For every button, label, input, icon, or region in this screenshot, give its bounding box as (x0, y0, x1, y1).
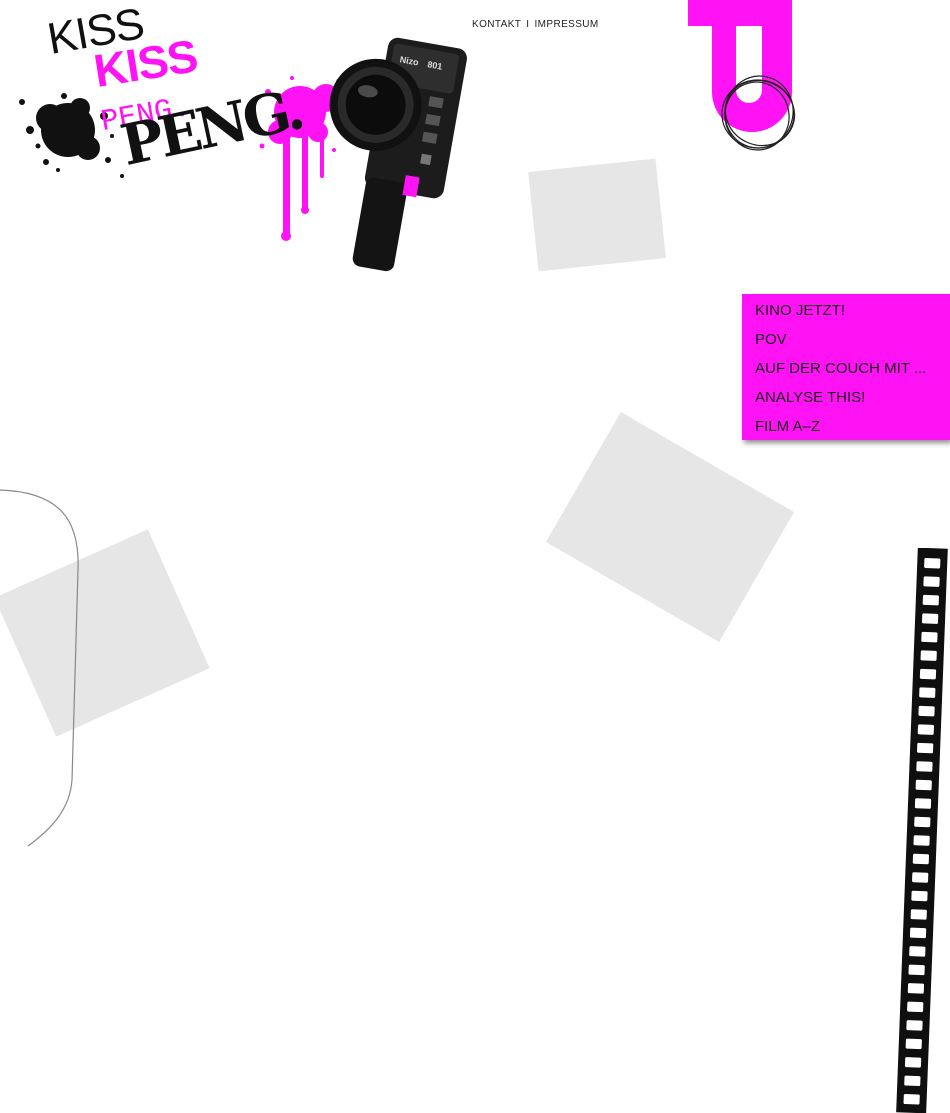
film-strip-perforation (923, 576, 940, 587)
kontakt-link[interactable]: KONTAKT (472, 19, 522, 30)
film-strip-perforation (921, 613, 939, 624)
menu-item-auf-der-couch[interactable]: AUF DER COUCH MIT ... (755, 360, 927, 377)
film-strip-perforation (906, 1020, 923, 1031)
film-strip-perforation (912, 853, 930, 865)
film-strip-perforation (917, 742, 934, 754)
film-strip-perforation (910, 909, 927, 920)
camera-brand: Nizo (399, 54, 420, 67)
film-strip-perforation (905, 1038, 922, 1050)
film-strip-perforation (912, 872, 929, 883)
paper-snippet (528, 158, 666, 272)
film-strip-icon (896, 548, 948, 1113)
film-strip-perforation (903, 1094, 920, 1105)
menu-item-kino-jetzt[interactable]: KINO JETZT! (755, 302, 845, 319)
paper-snippet (545, 412, 795, 642)
top-nav: KONTAKT I IMPRESSUM (472, 19, 599, 30)
film-strip-perforation (911, 890, 928, 902)
film-strip-perforation (924, 557, 941, 569)
film-strip-perforation (907, 1001, 924, 1013)
film-strip-perforation (904, 1075, 921, 1087)
film-strip-perforation (914, 816, 931, 828)
film-strip-perforation (916, 761, 933, 772)
film-strip-perforation (919, 668, 937, 680)
film-strip-perforation (904, 1057, 922, 1068)
film-strip-perforation (907, 983, 925, 994)
camera-icon: Nizo 801 (329, 37, 467, 272)
film-strip-perforation (920, 650, 937, 661)
menu-item-film-a-z[interactable]: FILM A–Z (755, 418, 821, 435)
nav-separator: I (526, 19, 530, 30)
film-strip-perforation (908, 964, 925, 976)
film-strip-perforation (913, 835, 930, 846)
menu-item-pov[interactable]: POV (755, 331, 787, 348)
impressum-link[interactable]: IMPRESSUM (534, 19, 599, 30)
film-strip-perforation (909, 927, 927, 939)
ink-splatter-icon (19, 76, 349, 241)
paperclip-icon (688, 0, 796, 151)
pencil-line-decoration (0, 489, 79, 847)
camera-model: 801 (427, 59, 444, 71)
film-strip-perforation (921, 631, 938, 643)
film-strip-perforation (918, 705, 935, 717)
main-menu: KINO JETZT! POV AUF DER COUCH MIT ... AN… (742, 294, 950, 440)
menu-item-analyse-this[interactable]: ANALYSE THIS! (755, 389, 866, 406)
film-strip-perforation (919, 687, 936, 698)
site-logo[interactable]: KISS KISS PENG. PENG. Nizo 801 (0, 0, 470, 280)
film-strip-perforation (917, 724, 934, 735)
film-strip-perforation (922, 594, 939, 606)
film-strip-perforation (909, 946, 926, 957)
film-strip-perforation (914, 798, 932, 809)
film-strip-perforation (915, 779, 932, 791)
